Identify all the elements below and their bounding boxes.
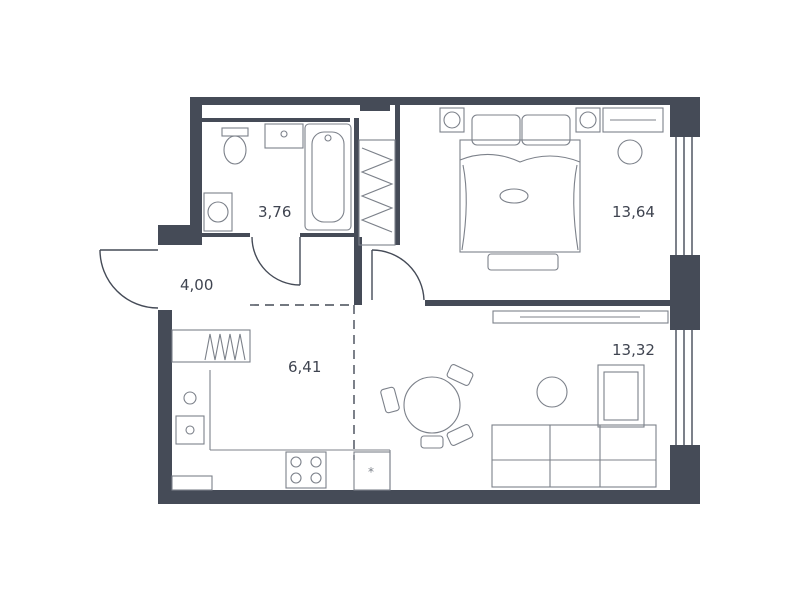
- room-area-hallway: 4,00: [180, 276, 213, 294]
- tv-console: [492, 310, 669, 324]
- armchair: [597, 364, 645, 428]
- room-area-bedroom: 13,64: [612, 203, 655, 221]
- washing-machine: [203, 192, 233, 232]
- kitchen-counter: [209, 370, 391, 490]
- room-area-living: 13,32: [612, 341, 655, 359]
- nightstand-right: [575, 107, 601, 133]
- wardrobe: [358, 139, 396, 246]
- sink: [264, 123, 304, 149]
- interior-walls: [202, 105, 670, 306]
- dining-table: [380, 364, 474, 449]
- bathtub: [304, 123, 352, 231]
- refrigerator: *: [353, 451, 391, 491]
- window-bedroom: [675, 137, 693, 255]
- water-heater: [183, 391, 197, 405]
- entrance-door: [99, 249, 159, 309]
- exterior-walls: [158, 97, 700, 504]
- coffee-table: [536, 376, 568, 408]
- nightstand-left: [439, 107, 465, 133]
- svg-text:*: *: [368, 465, 374, 479]
- double-bed: [459, 114, 581, 253]
- round-chair: [617, 139, 643, 165]
- window-living: [675, 330, 693, 445]
- room-area-kitchen: 6,41: [288, 358, 321, 376]
- bedroom-door: [371, 249, 425, 301]
- sofa: [491, 424, 657, 488]
- bench: [487, 253, 559, 271]
- bathroom-door: [251, 236, 301, 286]
- kitchen-zone-boundary: [250, 304, 355, 460]
- cabinet: [171, 475, 213, 491]
- dresser: [602, 107, 664, 133]
- toilet: [221, 127, 249, 165]
- shoe-rack: [171, 329, 251, 363]
- stove: [285, 451, 327, 489]
- kitchen-sink: [175, 415, 205, 445]
- room-area-bathroom: 3,76: [258, 203, 291, 221]
